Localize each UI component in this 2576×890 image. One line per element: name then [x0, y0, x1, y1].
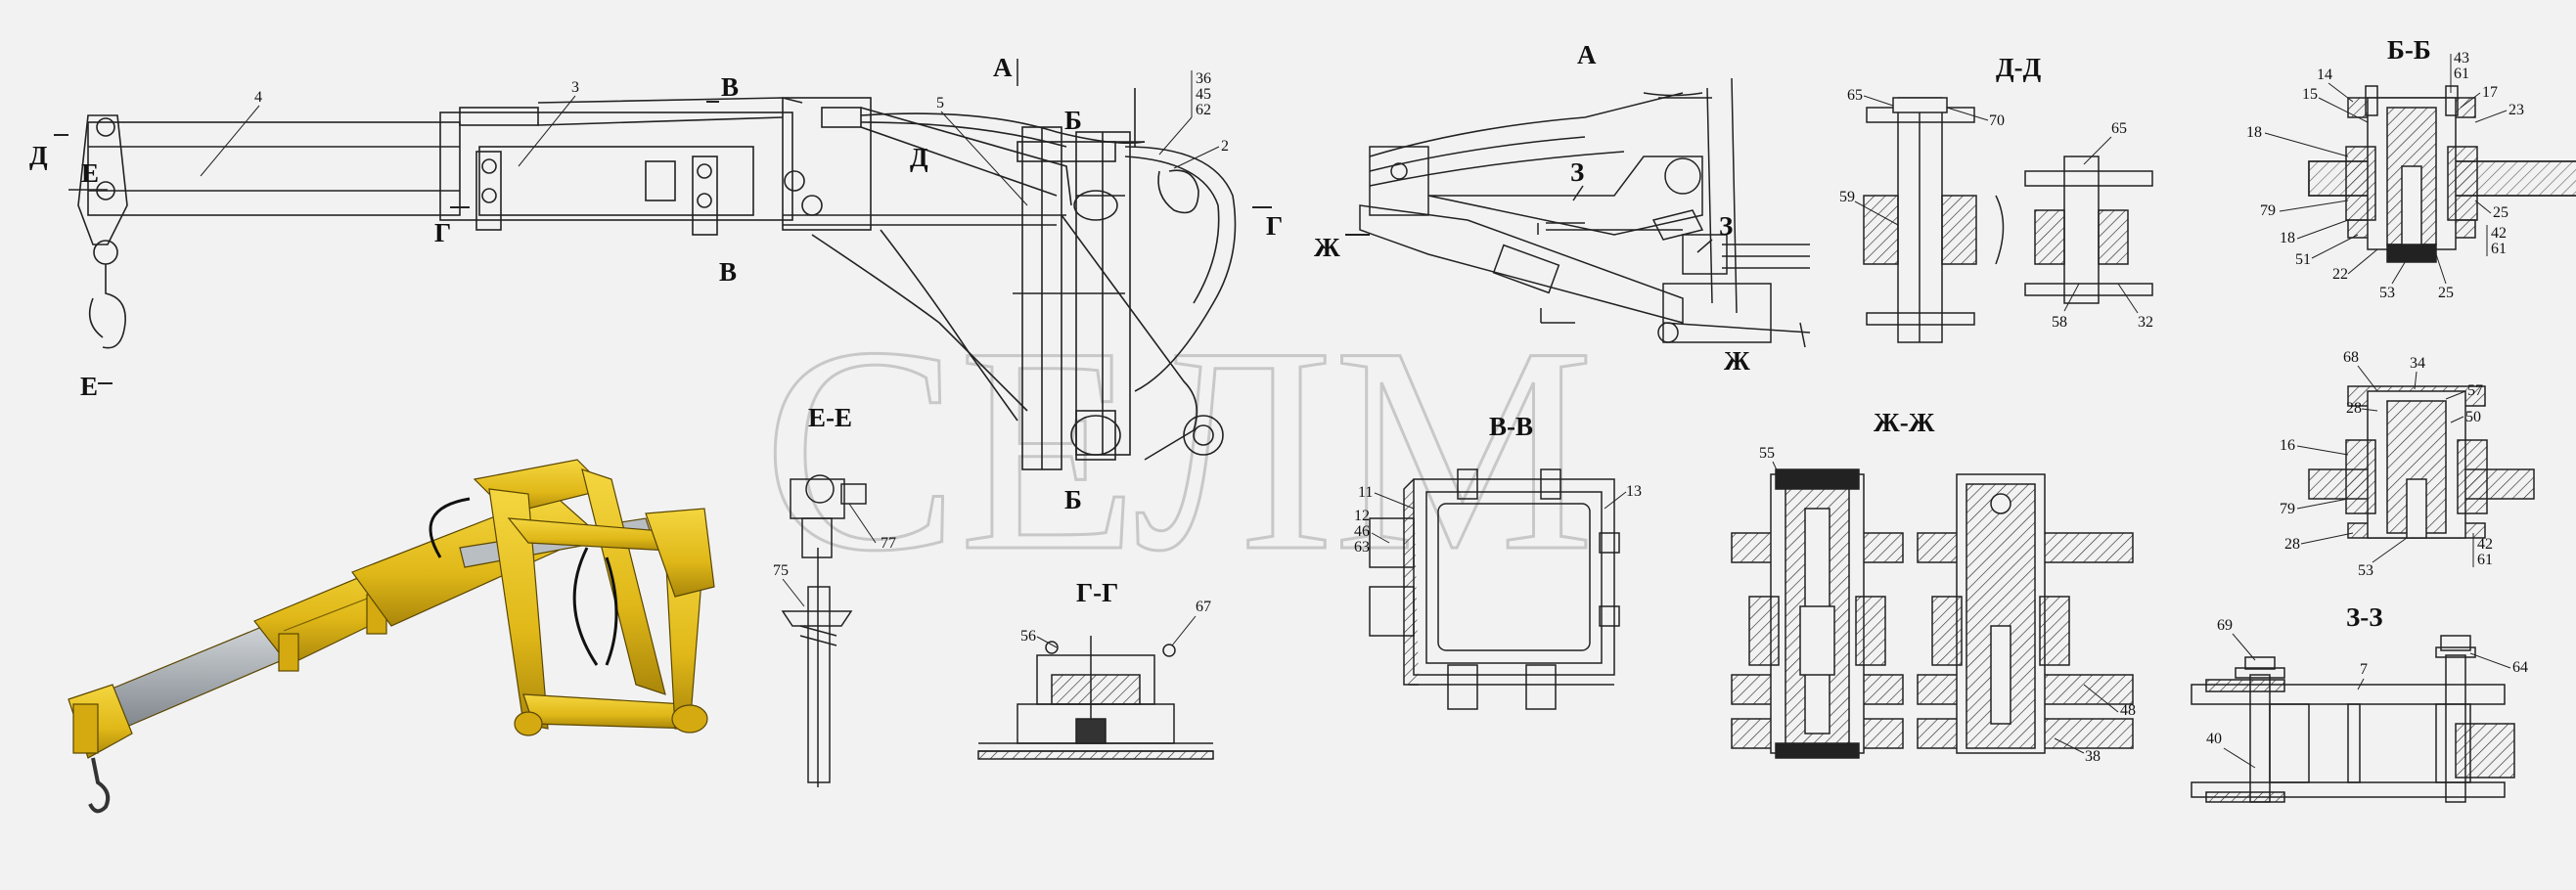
callout-65-right: 65	[2111, 120, 2127, 137]
view-vv	[1369, 468, 1620, 710]
callout-51: 51	[2295, 251, 2311, 268]
callout-36: 36	[1196, 70, 1211, 87]
callout-5: 5	[936, 95, 944, 111]
callout-63: 63	[1354, 539, 1370, 556]
view-ee	[781, 474, 867, 787]
view-title-vv: В-В	[1489, 412, 1533, 441]
callout-65-top: 65	[1847, 87, 1863, 104]
callout-4: 4	[254, 89, 262, 106]
section-mark-g-left: Г	[434, 218, 451, 247]
callout-13: 13	[1626, 483, 1642, 500]
callout-64: 64	[2512, 659, 2528, 676]
callout-69: 69	[2217, 617, 2233, 634]
callout-61-lower: 61	[2477, 552, 2493, 568]
callout-50: 50	[2465, 409, 2481, 425]
callout-7: 7	[2360, 661, 2368, 678]
callout-53-lower: 53	[2358, 562, 2373, 579]
callout-28-lower: 28	[2284, 536, 2300, 553]
callout-46: 46	[1354, 523, 1370, 540]
section-mark-zh-left: Ж	[1314, 233, 1340, 262]
section-mark-d-left: Д	[29, 141, 48, 170]
main-boom-labels: 4 3 5 2 36 45 62 А Б Б В В Г Г Д Д Е Е	[29, 53, 1283, 514]
callout-14: 14	[2317, 67, 2332, 83]
section-mark-zh-bottom: Ж	[1724, 346, 1750, 376]
callout-28-upper: 28	[2346, 400, 2362, 417]
crane-3d-render	[68, 459, 715, 814]
callout-57: 57	[2467, 382, 2483, 399]
callout-34: 34	[2410, 355, 2425, 372]
section-mark-b-bottom: Б	[1064, 485, 1082, 514]
callout-68: 68	[2343, 349, 2359, 366]
callout-58: 58	[2052, 314, 2067, 331]
callout-79-lower: 79	[2280, 501, 2295, 517]
view-bb-top-callouts: 14 43 61 15 17 23 18 79 18 25 42 61 51 2…	[2246, 50, 2524, 301]
section-mark-d-mid: Д	[910, 143, 928, 172]
section-mark-z-left: З	[1570, 157, 1584, 187]
callout-12: 12	[1354, 508, 1370, 524]
callout-70: 70	[1989, 112, 2005, 129]
main-boom-view	[77, 88, 1237, 470]
callout-48: 48	[2120, 702, 2136, 719]
callout-25-upper: 25	[2493, 204, 2508, 221]
section-mark-e-bottom: Е	[80, 372, 98, 401]
callout-61-top: 61	[2454, 66, 2469, 82]
view-title-ee: Е-Е	[808, 403, 852, 432]
view-title-zhzh: Ж-Ж	[1874, 408, 1935, 437]
callout-67: 67	[1196, 599, 1211, 615]
callout-16: 16	[2280, 437, 2295, 454]
view-bb-bottom-callouts: 68 34 57 28 50 16 79 28 53 42 61	[2280, 349, 2493, 579]
callout-45: 45	[1196, 86, 1211, 103]
callout-11: 11	[1358, 484, 1373, 501]
callout-18-upper: 18	[2246, 124, 2262, 141]
callout-17: 17	[2482, 84, 2498, 101]
callout-53-upper: 53	[2379, 285, 2395, 301]
callout-23: 23	[2508, 102, 2524, 118]
callout-43: 43	[2454, 50, 2469, 67]
callout-32: 32	[2138, 314, 2153, 331]
view-zhzh	[1731, 468, 2134, 759]
callout-22: 22	[2332, 266, 2348, 283]
callout-42-lower: 42	[2477, 536, 2493, 553]
section-mark-e-left: Е	[81, 158, 99, 188]
view-dd	[1863, 97, 2153, 343]
callout-77: 77	[881, 535, 896, 552]
view-title-dd: Д-Д	[1996, 53, 2042, 82]
callout-56: 56	[1020, 628, 1036, 645]
view-title-zz: З-З	[2346, 602, 2383, 632]
view-a	[1359, 77, 1811, 348]
callout-79-upper: 79	[2260, 202, 2276, 219]
section-mark-z-right: З	[1719, 211, 1733, 241]
view-title-gg: Г-Г	[1076, 578, 1118, 607]
callout-59: 59	[1839, 189, 1855, 205]
callout-75: 75	[773, 562, 789, 579]
callout-2: 2	[1221, 138, 1229, 155]
view-title-bb: Б-Б	[2387, 35, 2431, 65]
callout-55: 55	[1759, 445, 1775, 462]
view-bb-bottom	[2308, 385, 2535, 539]
section-mark-g-right: Г	[1266, 211, 1283, 241]
callout-25-lower: 25	[2438, 285, 2454, 301]
callout-42-upper: 42	[2491, 225, 2507, 242]
callout-40: 40	[2206, 731, 2222, 747]
view-gg	[977, 636, 1214, 760]
callout-61-mid: 61	[2491, 241, 2507, 257]
section-mark-a: А	[993, 53, 1013, 82]
callout-62: 62	[1196, 102, 1211, 118]
callout-18-lower: 18	[2280, 230, 2295, 246]
callout-15: 15	[2302, 86, 2318, 103]
section-mark-v-top: В	[721, 72, 739, 102]
view-bb-top	[2308, 85, 2576, 263]
view-zz	[2191, 635, 2515, 803]
section-mark-v-bottom: В	[719, 257, 737, 287]
section-mark-b-top: Б	[1064, 106, 1082, 135]
callout-38: 38	[2085, 748, 2101, 765]
view-title-a: А	[1577, 40, 1597, 69]
callout-3: 3	[571, 79, 579, 96]
watermark-text: СЕЛМ	[763, 287, 1595, 611]
